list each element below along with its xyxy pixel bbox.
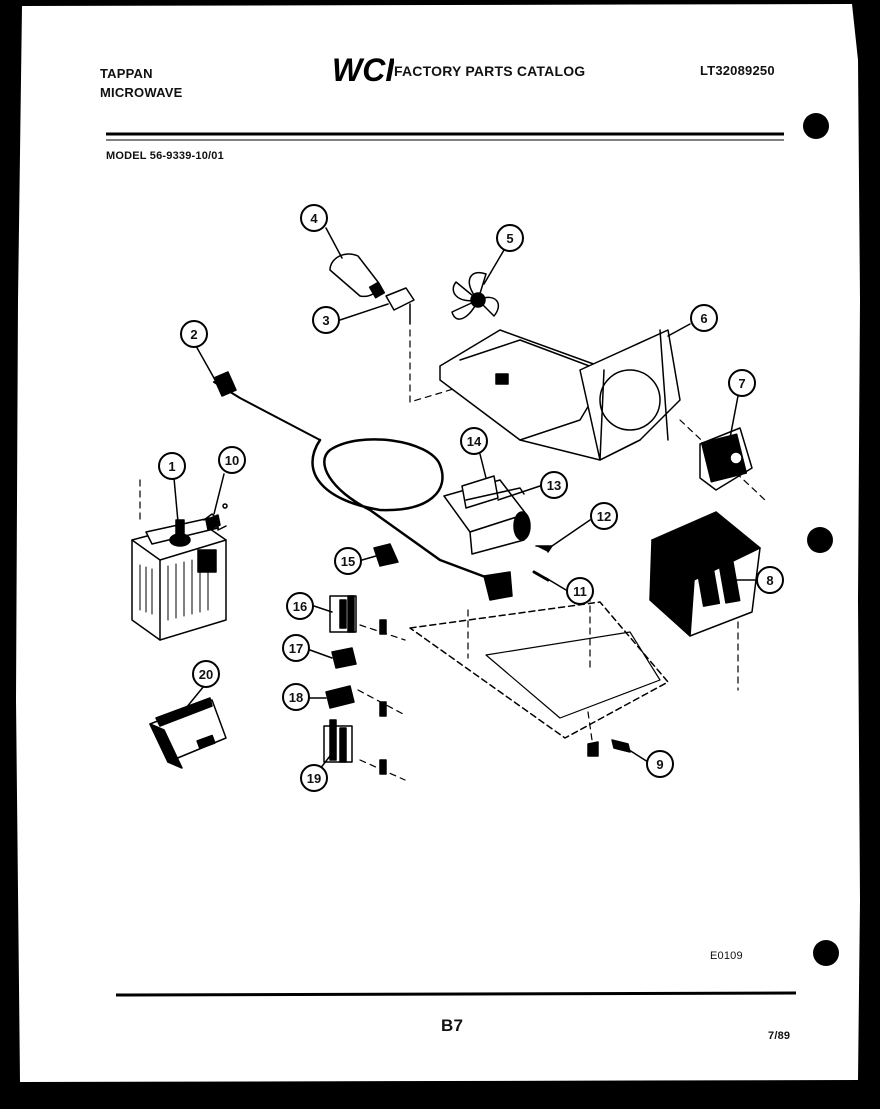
callout-circle-15 [334, 547, 362, 575]
callout-number-20: 20 [199, 667, 213, 682]
diode-drawing [483, 570, 550, 601]
spacer-drawings [379, 619, 387, 775]
callout-circle-2 [180, 320, 208, 348]
brand-line-1: TAPPAN [100, 66, 153, 81]
callout-circle-7 [728, 369, 756, 397]
footer-rule [115, 991, 797, 997]
callout-number-1: 1 [168, 459, 175, 474]
control-board-drawing [149, 697, 227, 769]
callout-number-2: 2 [190, 327, 197, 342]
switch-19-drawing [323, 719, 353, 763]
lamp-drawing [329, 253, 415, 325]
brand-line-2: MICROWAVE [100, 85, 183, 100]
catalog-number: LT32089250 [700, 63, 775, 78]
callout-circle-18 [282, 683, 310, 711]
callout-number-11: 11 [573, 584, 587, 599]
callout-circle-5 [496, 224, 524, 252]
callout-number-7: 7 [738, 376, 745, 391]
model-number: MODEL 56-9339-10/01 [106, 150, 224, 162]
callout-circle-13 [540, 471, 568, 499]
callout-number-10: 10 [225, 453, 239, 468]
callout-circle-16 [286, 592, 314, 620]
base-plate-drawing [409, 601, 669, 739]
callout-number-15: 15 [341, 554, 355, 569]
fan-blade-drawing [451, 271, 499, 320]
page-number: B7 [441, 1016, 464, 1035]
switch-16-drawing [329, 595, 357, 633]
chassis-drawing [439, 329, 681, 461]
callout-circle-20 [192, 660, 220, 688]
power-cord-drawing [213, 371, 490, 580]
callout-circle-4 [300, 204, 328, 232]
binder-hole-middle [807, 527, 833, 553]
callout-circle-10 [218, 446, 246, 474]
catalog-title: FACTORY PARTS CATALOG [394, 63, 586, 79]
callout-circle-14 [460, 427, 488, 455]
magnetron-drawing [131, 517, 227, 641]
callout-circle-12 [590, 502, 618, 530]
switch-18-drawing [325, 685, 355, 709]
callout-number-14: 14 [467, 434, 482, 449]
callout-circle-17 [282, 634, 310, 662]
spring-drawing [587, 739, 631, 757]
callout-circle-1 [158, 452, 186, 480]
callout-circle-3 [312, 306, 340, 334]
callout-circle-6 [690, 304, 718, 332]
callout-number-6: 6 [700, 311, 707, 326]
callout-circle-9 [646, 750, 674, 778]
wci-logo: WCI [330, 52, 395, 88]
fan-motor-drawing [699, 427, 753, 491]
callout-number-3: 3 [322, 313, 329, 328]
binder-hole-top [803, 113, 829, 139]
callout-number-18: 18 [289, 690, 303, 705]
callout-circle-19 [300, 764, 328, 792]
callout-number-12: 12 [597, 509, 611, 524]
callout-number-17: 17 [289, 641, 303, 656]
callout-number-16: 16 [293, 599, 307, 614]
drawing-number: E0109 [710, 950, 743, 962]
callout-number-5: 5 [506, 231, 513, 246]
callout-circle-8 [756, 566, 784, 594]
callout-number-9: 9 [656, 757, 663, 772]
switch-17-drawing [331, 647, 357, 669]
binder-hole-bottom [813, 940, 839, 966]
callout-circles [158, 204, 784, 792]
logo-text: WCI [332, 52, 394, 86]
paper [16, 4, 860, 1082]
revision-date: 7/89 [768, 1030, 791, 1042]
callout-numbers: 1 2 3 4 5 6 7 8 9 10 11 12 13 14 15 16 1… [168, 211, 773, 786]
bracket-drawing [203, 503, 228, 531]
callout-circle-11 [566, 577, 594, 605]
callout-number-4: 4 [310, 211, 318, 226]
capacitor-drawing [443, 475, 553, 555]
callout-number-19: 19 [307, 771, 321, 786]
clip-drawing [373, 543, 399, 567]
transformer-drawing [649, 511, 761, 637]
callout-number-13: 13 [547, 478, 561, 493]
callout-number-8: 8 [766, 573, 773, 588]
